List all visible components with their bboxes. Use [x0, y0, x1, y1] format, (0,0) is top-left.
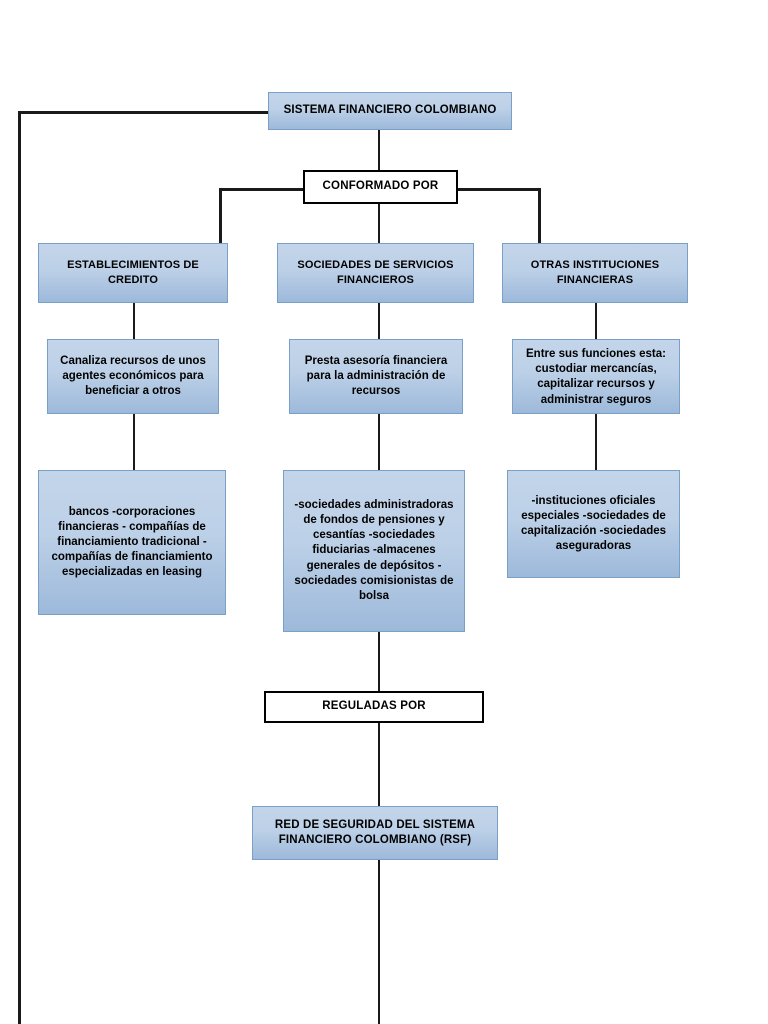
- node-establecimientos-de-credito-header-label: ESTABLECIMIENTOS DE CREDITO: [67, 259, 199, 286]
- node-red-de-seguridad-rsf-label: RED DE SEGURIDAD DEL SISTEMA FINANCIERO …: [274, 818, 476, 846]
- connector-col2-members-to-reguladas: [378, 632, 380, 691]
- node-conformado-por-label: CONFORMADO POR: [322, 180, 439, 193]
- node-establecimientos-de-credito-header[interactable]: ESTABLECIMIENTOS DE CREDITO: [38, 243, 228, 303]
- connector-conformado-left-horizontal: [219, 188, 304, 191]
- connector-conformado-right-vertical: [538, 188, 541, 244]
- node-otras-instituciones-financieras-description[interactable]: Entre sus funciones esta: custodiar merc…: [512, 339, 680, 414]
- node-otras-instituciones-financieras-header[interactable]: OTRAS INSTITUCIONES FINANCIERAS: [502, 243, 688, 303]
- node-sociedades-de-servicios-financieros-description-text: Presta asesoría financiera para la admin…: [304, 354, 448, 398]
- node-sistema-financiero-colombiano-label: SISTEMA FINANCIERO COLOMBIANO: [283, 104, 497, 117]
- node-otras-instituciones-financieras-members-text: -instituciones oficiales especiales -soc…: [520, 494, 667, 553]
- connector-col3-header-to-description: [595, 302, 597, 346]
- connector-left-spine-vertical: [18, 111, 21, 1024]
- connector-col1-header-to-description: [133, 302, 135, 346]
- connector-conformado-left-vertical: [219, 188, 222, 244]
- connector-conformado-right-horizontal: [457, 188, 541, 191]
- node-establecimientos-de-credito-description-text: Canaliza recursos de unos agentes económ…: [60, 354, 206, 398]
- connector-conformado-center-vertical: [378, 203, 380, 244]
- node-otras-instituciones-financieras-description-text: Entre sus funciones esta: custodiar merc…: [526, 348, 666, 406]
- node-establecimientos-de-credito-members-text: bancos -corporaciones financieras - comp…: [51, 505, 213, 579]
- node-red-de-seguridad-rsf[interactable]: RED DE SEGURIDAD DEL SISTEMA FINANCIERO …: [252, 806, 498, 860]
- node-establecimientos-de-credito-description[interactable]: Canaliza recursos de unos agentes económ…: [47, 339, 219, 414]
- connector-title-to-left-spine: [18, 111, 270, 114]
- node-sociedades-de-servicios-financieros-header-label: SOCIEDADES DE SERVICIOS FINANCIEROS: [297, 259, 454, 286]
- node-reguladas-por[interactable]: REGULADAS POR: [264, 691, 484, 723]
- node-sistema-financiero-colombiano[interactable]: SISTEMA FINANCIERO COLOMBIANO: [268, 92, 512, 130]
- node-sociedades-de-servicios-financieros-header[interactable]: SOCIEDADES DE SERVICIOS FINANCIEROS: [277, 243, 474, 303]
- node-establecimientos-de-credito-members[interactable]: bancos -corporaciones financieras - comp…: [38, 470, 226, 615]
- node-conformado-por[interactable]: CONFORMADO POR: [303, 170, 458, 204]
- node-sociedades-de-servicios-financieros-members[interactable]: -sociedades administradoras de fondos de…: [283, 470, 465, 632]
- connector-col3-description-to-members: [595, 413, 597, 471]
- node-otras-instituciones-financieras-header-label: OTRAS INSTITUCIONES FINANCIERAS: [530, 259, 660, 286]
- node-sociedades-de-servicios-financieros-description[interactable]: Presta asesoría financiera para la admin…: [289, 339, 463, 414]
- node-otras-instituciones-financieras-members[interactable]: -instituciones oficiales especiales -soc…: [507, 470, 680, 578]
- connector-reguladas-to-footer: [378, 723, 380, 806]
- connector-col2-description-to-members: [378, 413, 380, 471]
- connector-footer-to-bottom: [378, 860, 380, 1024]
- connector-title-to-conformado: [378, 129, 380, 170]
- connector-col1-description-to-members: [133, 413, 135, 471]
- connector-col2-header-to-description: [378, 302, 380, 346]
- node-reguladas-por-label: REGULADAS POR: [322, 700, 426, 713]
- node-sociedades-de-servicios-financieros-members-text: -sociedades administradoras de fondos de…: [294, 498, 454, 602]
